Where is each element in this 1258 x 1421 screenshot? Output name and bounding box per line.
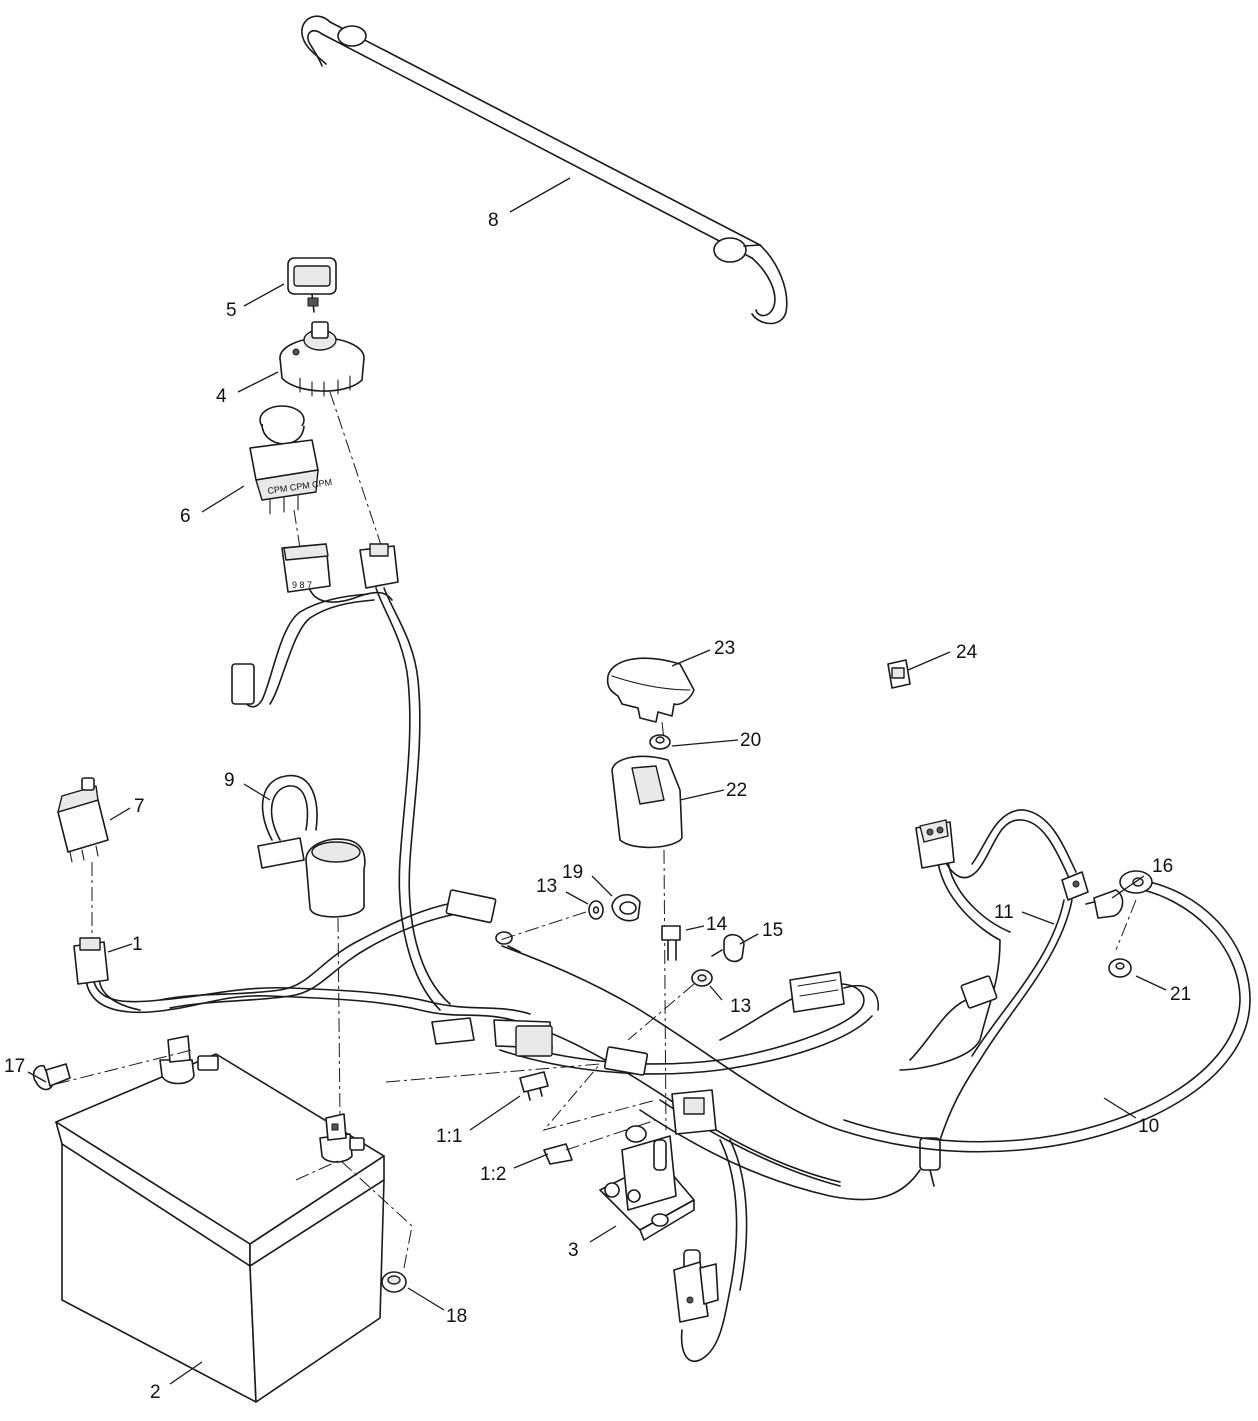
callout-7: 7 [134,796,145,817]
washer-part-13a [588,900,604,920]
starter-solenoid-part-3 [599,1125,695,1241]
fuse-part-1-2 [543,1143,573,1165]
callout-21: 21 [1170,984,1191,1005]
callout-9: 9 [224,770,235,791]
ignition-switch-part-4 [279,321,365,397]
callout-24: 24 [956,642,978,663]
switch-connectors: 9 8 7 [281,543,399,593]
callout-1: 1 [132,934,143,955]
callout-20: 20 [740,730,761,751]
harness-connectors [431,975,998,1187]
pto-switch-part-6: CPM CPM CPM [249,405,333,515]
callout-11: 11 [994,902,1014,923]
callout-15: 15 [762,920,783,941]
callout-5: 5 [226,300,237,321]
callout-16: 16 [1152,856,1173,877]
hanger-rod-part-8 [301,15,788,325]
callout-1-2: 1:2 [480,1164,506,1185]
fuse-cover-part-9 [257,774,366,918]
callout-4: 4 [216,386,227,407]
callout-13a: 13 [536,876,557,897]
screw-part-15 [711,933,745,963]
multi-pin-connector [915,819,955,869]
callout-1-1: 1:1 [436,1126,462,1147]
callout-8: 8 [488,210,499,231]
solenoid-cover-part-23 [606,657,695,723]
leader-lines [27,177,1167,1385]
callout-17: 17 [4,1056,25,1077]
wing-nut-part-19 [611,894,641,922]
battery-bolt-part-17 [32,1063,71,1091]
callout-23: 23 [714,638,735,659]
callout-labels: 1 2 3 4 5 6 7 8 9 10 11 13 13 14 15 16 1… [4,210,1191,1403]
relay-part-7 [57,777,109,863]
bolt-part-16 [1085,889,1124,919]
callout-22: 22 [726,780,747,801]
battery-part-2 [55,1035,413,1403]
battery-nut-part-18 [381,1271,407,1293]
relay-connector [73,937,109,985]
bolt-part-14 [661,925,681,961]
ground-cable-part-11 [939,809,1089,1141]
callout-14: 14 [706,914,728,935]
connector-pin-labels: 9 8 7 [292,580,312,590]
callout-3: 3 [568,1240,579,1261]
interlock-switch-lower [673,1249,719,1323]
callout-2: 2 [150,1382,161,1403]
power-connector [789,971,879,1013]
callout-13b: 13 [730,996,751,1017]
ignition-key-part-5 [287,257,337,313]
nut-part-21 [1108,958,1132,978]
callout-18: 18 [446,1306,467,1327]
clip-part-24 [887,659,911,689]
callout-10: 10 [1138,1116,1159,1137]
fuse-part-1-1 [519,1071,549,1101]
terminal-boot-part-22 [611,755,683,849]
callout-19: 19 [562,862,583,883]
washer-part-20 [649,734,671,750]
washer-part-13b [691,969,713,987]
callout-6: 6 [180,506,191,527]
battery-cable-part-10 [495,870,1251,1153]
